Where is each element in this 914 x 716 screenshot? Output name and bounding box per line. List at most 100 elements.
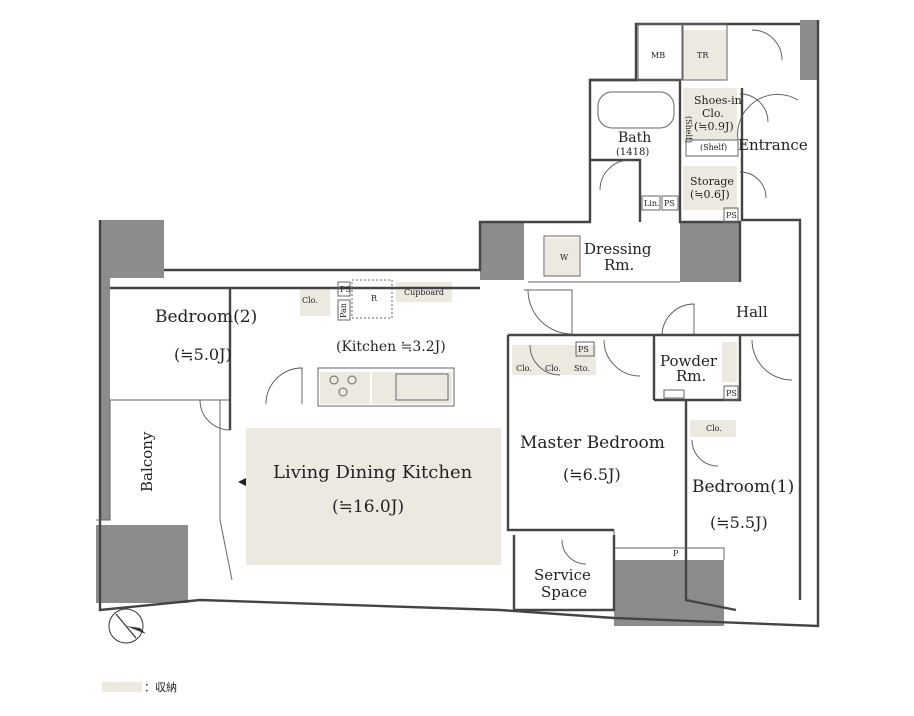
- shelf-box: [685, 139, 739, 157]
- label-ps-master: PS: [578, 345, 589, 354]
- outer-wall: [98, 20, 820, 628]
- label-ps-kitchen: PS: [340, 285, 351, 294]
- label-ps-top: PS: [664, 199, 675, 208]
- label-service: Service: [534, 566, 591, 584]
- entry-arrow-icon: [238, 478, 246, 486]
- ps-storage-box: [723, 207, 739, 223]
- column-left-bottom: [96, 525, 188, 603]
- door-master: [603, 339, 641, 377]
- label-kitchen: (Kitchen ≒3.2J): [336, 339, 446, 355]
- ps-master-box: [575, 341, 595, 357]
- column-center: [480, 222, 524, 280]
- label-pan: Pan: [339, 303, 348, 318]
- door-hall-living: [527, 289, 573, 335]
- label-p: P: [673, 549, 679, 558]
- p-wall: [613, 530, 725, 560]
- label-powder: Powder: [660, 352, 718, 370]
- legend-swatch: [102, 682, 142, 692]
- ps-kitchen-box: [337, 281, 351, 297]
- column-top-right: [800, 20, 818, 80]
- label-clo-m1: Clo.: [516, 364, 532, 373]
- label-shoes-in: Shoes-in: [694, 94, 742, 107]
- compass-icon: [108, 608, 146, 644]
- master-left-wall: [506, 335, 614, 532]
- sink-fill: [372, 372, 452, 404]
- door-storage: [739, 171, 767, 199]
- label-cupboard: Cupboard: [404, 288, 444, 297]
- label-shelf1: (Shelf): [684, 116, 693, 143]
- pan-box: [337, 299, 351, 321]
- label-master-size: (≒6.5J): [563, 465, 621, 484]
- label-clo-b2: Clo.: [302, 296, 318, 305]
- washer: [543, 235, 581, 277]
- label-bedroom2: Bedroom(2): [155, 307, 257, 327]
- door-mb: [751, 29, 783, 61]
- ps-top-box: [661, 195, 679, 211]
- door-bath: [599, 159, 631, 191]
- fridge-space: [351, 279, 393, 319]
- label-shoes-clo: Clo.: [702, 107, 724, 120]
- clo-b2-fill: [300, 288, 330, 316]
- powder-wall: [654, 335, 742, 402]
- column-right: [680, 222, 740, 282]
- column-bottom-right: [614, 560, 724, 626]
- clo-b1-fill: [690, 420, 736, 437]
- label-storage-size: (≒0.6J): [690, 188, 730, 201]
- storage-fill: [683, 166, 737, 210]
- burner-2: [347, 375, 357, 385]
- label-storage: Storage: [690, 175, 734, 188]
- burner-3: [338, 387, 348, 397]
- powder-counter-fill: [722, 342, 737, 382]
- legend-label: ：収納: [144, 681, 177, 694]
- balcony-wall: [96, 399, 230, 521]
- washer-fill: [545, 238, 579, 276]
- bathtub: [597, 91, 675, 129]
- label-tr: TR: [697, 51, 709, 60]
- bedroom1-left-wall: [684, 400, 737, 612]
- mb-box: [637, 23, 683, 81]
- hall-left-wall: [524, 289, 573, 335]
- label-master: Master Bedroom: [520, 433, 665, 453]
- powder-sink: [663, 389, 685, 399]
- kitchen-counter: [317, 367, 455, 407]
- door-service: [561, 539, 587, 565]
- label-balcony: Balcony: [138, 431, 156, 492]
- door-bedroom2: [265, 367, 303, 405]
- kitchen-sink: [395, 373, 449, 401]
- label-bath: Bath: [618, 130, 651, 146]
- upper-wall: [164, 22, 800, 272]
- ldk-left-wall: [219, 400, 233, 581]
- label-lin: Lin.: [644, 199, 660, 208]
- master-closets-fill: [512, 345, 596, 375]
- tr-box: [682, 23, 728, 81]
- label-bedroom1: Bedroom(1): [692, 477, 794, 497]
- label-fridge: R: [371, 294, 378, 303]
- label-hall: Hall: [736, 303, 768, 321]
- ldk-floor-highlight: [246, 428, 501, 565]
- lin-box: [641, 195, 661, 211]
- label-sto-m: Sto.: [574, 364, 590, 373]
- column-left-top: [106, 220, 164, 278]
- label-ldk-size: (≒16.0J): [332, 497, 404, 517]
- door-clo-b1: [691, 439, 719, 467]
- service-space-wall: [512, 535, 616, 612]
- bath-bottom-wall: [590, 158, 642, 222]
- entrance-wall: [740, 88, 802, 600]
- door-entrance: [737, 93, 799, 141]
- label-bedroom2-size: (≒5.0J): [174, 345, 232, 364]
- door-powder: [661, 303, 695, 337]
- label-clo-m2: Clo.: [545, 364, 561, 373]
- label-ldk: Living Dining Kitchen: [273, 462, 473, 483]
- label-dressing: Dressing: [584, 240, 652, 258]
- label-service-space: Space: [541, 583, 587, 601]
- wall-left-hatch: [100, 220, 110, 520]
- label-ps-storage: PS: [726, 211, 737, 220]
- door-bedroom1: [751, 339, 793, 381]
- label-dressing-rm: Rm.: [604, 256, 634, 274]
- label-ps-powder: PS: [726, 389, 737, 398]
- label-shelf2: (Shelf): [700, 143, 727, 152]
- ps-powder-box: [723, 385, 739, 401]
- label-shoes-size: (≒0.9J): [694, 120, 734, 133]
- door-balcony-bedroom2: [199, 399, 231, 431]
- door-master-closet: [529, 344, 561, 376]
